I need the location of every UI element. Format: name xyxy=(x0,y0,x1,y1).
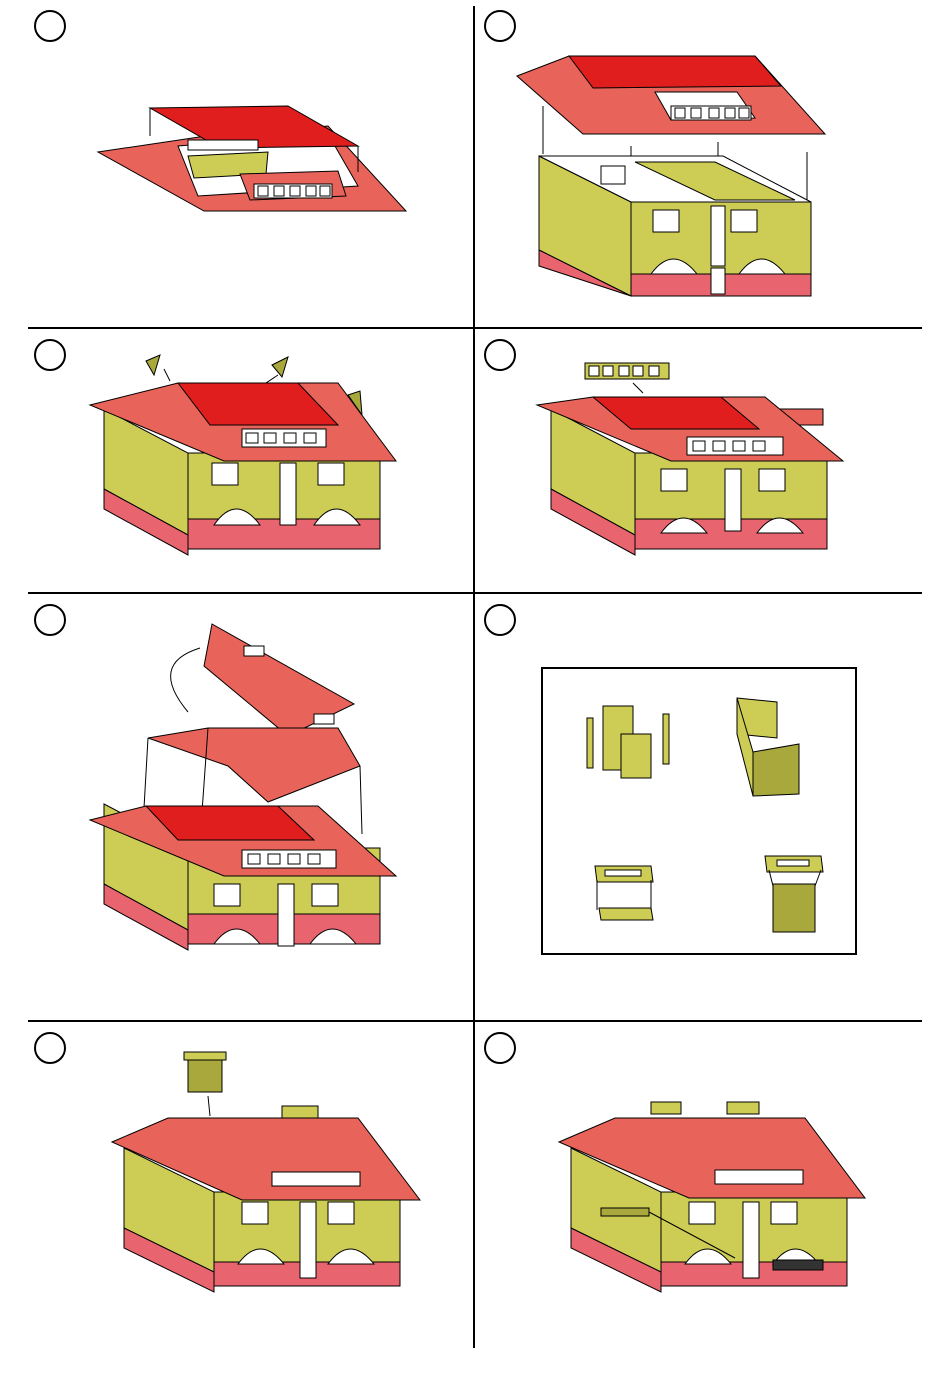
step-panel-4 xyxy=(475,329,922,592)
step-panel-7 xyxy=(28,1022,473,1348)
step-7-illustration xyxy=(28,1022,473,1348)
step-3-illustration xyxy=(28,329,473,592)
step-4-illustration xyxy=(475,329,922,592)
step-panel-1 xyxy=(28,6,473,327)
step-5-illustration xyxy=(28,594,473,1020)
step-8-illustration xyxy=(475,1022,922,1348)
step-panel-8 xyxy=(475,1022,922,1348)
step-panel-6 xyxy=(475,594,922,1020)
step-2-illustration xyxy=(475,6,922,327)
step-panel-3 xyxy=(28,329,473,592)
step-1-illustration xyxy=(28,6,473,327)
step-panel-2 xyxy=(475,6,922,327)
step-6-illustration xyxy=(475,594,922,1020)
step-panel-5 xyxy=(28,594,473,1020)
